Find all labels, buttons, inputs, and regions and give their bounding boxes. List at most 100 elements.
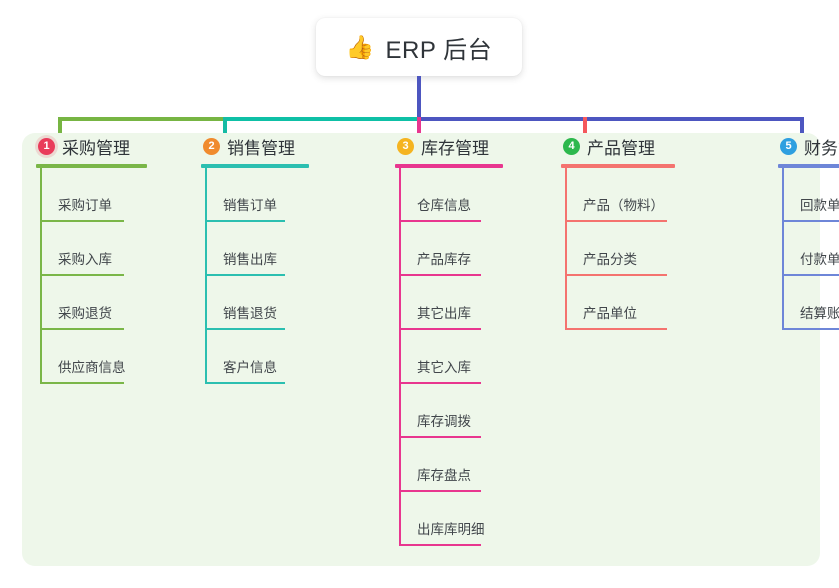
branch-item-rule <box>782 220 839 222</box>
branch-number-badge: 2 <box>203 137 220 155</box>
branch-item-label: 付款单 <box>800 252 839 267</box>
branch-item-label: 仓库信息 <box>417 198 471 213</box>
branch-header-rule <box>561 164 675 168</box>
root-node-title: ERP 后台 <box>385 36 493 64</box>
branch-header-rule <box>778 164 839 168</box>
branch-item[interactable]: 付款单 <box>778 222 839 276</box>
branch-item-rule <box>205 274 285 276</box>
branch-item-rule <box>565 274 667 276</box>
branch-item[interactable]: 采购入库 <box>36 222 147 276</box>
branch-header-1[interactable]: 1 采购管理 <box>36 133 147 159</box>
branch-item-rule <box>205 220 285 222</box>
branch-item-rule <box>40 274 124 276</box>
connector-drop-3 <box>417 117 421 139</box>
branch-item-label: 产品分类 <box>583 252 637 267</box>
branch-item-rule <box>40 328 124 330</box>
branch-item-rule <box>399 490 481 492</box>
branch-item[interactable]: 仓库信息 <box>395 168 503 222</box>
branch-item[interactable]: 销售退货 <box>201 276 309 330</box>
branch-number-badge: 4 <box>563 137 580 155</box>
branch-title: 采购管理 <box>62 138 130 158</box>
branch-item-rule <box>399 220 481 222</box>
branch-item[interactable]: 销售订单 <box>201 168 309 222</box>
branch-item-label: 采购入库 <box>58 252 112 267</box>
branch-item-rule <box>565 328 667 330</box>
branch-item-rule <box>205 382 285 384</box>
branch-item-list: 仓库信息产品库存其它出库其它入库库存调拨库存盘点出库库明细 <box>395 168 503 546</box>
branch-item[interactable]: 其它入库 <box>395 330 503 384</box>
branch-item-label: 回款单 <box>800 198 839 213</box>
branch-item-rule <box>565 220 667 222</box>
branch-stem <box>205 168 207 384</box>
root-node[interactable]: 👍 ERP 后台 <box>316 18 522 76</box>
branch-item[interactable]: 销售出库 <box>201 222 309 276</box>
branch-item-label: 产品（物料） <box>583 198 664 213</box>
branch-number-badge: 3 <box>397 137 414 155</box>
branch-item-rule <box>399 382 481 384</box>
branch-number-badge: 5 <box>780 137 797 155</box>
branch-column-1: 1 采购管理采购订单采购入库采购退货供应商信息 <box>36 133 147 384</box>
branch-item[interactable]: 客户信息 <box>201 330 309 384</box>
branch-number-badge: 1 <box>38 137 55 155</box>
branch-stem <box>565 168 567 330</box>
root-connector-stem <box>417 76 421 119</box>
branch-header-rule <box>201 164 309 168</box>
branch-item-label: 出库库明细 <box>417 522 485 537</box>
branch-item-list: 销售订单销售出库销售退货客户信息 <box>201 168 309 384</box>
branch-item-rule <box>782 328 839 330</box>
connector-drop-1 <box>58 117 62 139</box>
branch-item[interactable]: 供应商信息 <box>36 330 147 384</box>
branch-item-label: 供应商信息 <box>58 360 126 375</box>
branch-header-rule <box>395 164 503 168</box>
branch-item-rule <box>399 544 481 546</box>
branch-item[interactable]: 结算账户 <box>778 276 839 330</box>
branch-column-4: 4 产品管理产品（物料） 产品分类产品单位 <box>561 133 675 330</box>
branch-stem <box>40 168 42 384</box>
branch-item[interactable]: 库存调拨 <box>395 384 503 438</box>
branch-item[interactable]: 其它出库 <box>395 276 503 330</box>
connector-drop-5 <box>800 117 804 139</box>
branch-item[interactable]: 出库库明细 <box>395 492 503 546</box>
branch-header-rule <box>36 164 147 168</box>
branch-item-rule <box>205 328 285 330</box>
branch-item-label: 客户信息 <box>223 360 277 375</box>
branch-title: 产品管理 <box>587 138 655 158</box>
branch-item[interactable]: 采购退货 <box>36 276 147 330</box>
branch-item-label: 产品库存 <box>417 252 471 267</box>
branch-item-label: 产品单位 <box>583 306 637 321</box>
branch-item-rule <box>40 220 124 222</box>
root-node-content: 👍 ERP 后台 <box>346 30 492 65</box>
branch-item[interactable]: 产品（物料） <box>561 168 675 222</box>
branch-item-rule <box>399 328 481 330</box>
branch-item-label: 其它入库 <box>417 360 471 375</box>
thumbs-up-icon: 👍 <box>345 33 375 60</box>
branch-item-label: 其它出库 <box>417 306 471 321</box>
connector-bus-blue <box>418 117 804 121</box>
branch-item[interactable]: 产品库存 <box>395 222 503 276</box>
branch-stem <box>399 168 401 546</box>
branch-item-list: 产品（物料） 产品分类产品单位 <box>561 168 675 330</box>
connector-drop-2 <box>223 117 227 139</box>
branch-header-5[interactable]: 5财务管理 <box>778 133 839 159</box>
connector-drop-4 <box>583 117 587 139</box>
branch-item-rule <box>782 274 839 276</box>
connector-bus-green <box>58 117 226 121</box>
branch-item-label: 库存盘点 <box>417 468 471 483</box>
branch-item-label: 采购订单 <box>58 198 112 213</box>
branch-item-label: 库存调拨 <box>417 414 471 429</box>
branch-item[interactable]: 库存盘点 <box>395 438 503 492</box>
branch-item[interactable]: 产品分类 <box>561 222 675 276</box>
branch-item[interactable]: 采购订单 <box>36 168 147 222</box>
branch-item[interactable]: 产品单位 <box>561 276 675 330</box>
branch-item-label: 销售订单 <box>223 198 277 213</box>
branch-item-label: 采购退货 <box>58 306 112 321</box>
branch-header-4[interactable]: 4 产品管理 <box>561 133 675 159</box>
branch-column-5: 5财务管理回款单付款单结算账户 <box>778 133 839 330</box>
branch-item[interactable]: 回款单 <box>778 168 839 222</box>
